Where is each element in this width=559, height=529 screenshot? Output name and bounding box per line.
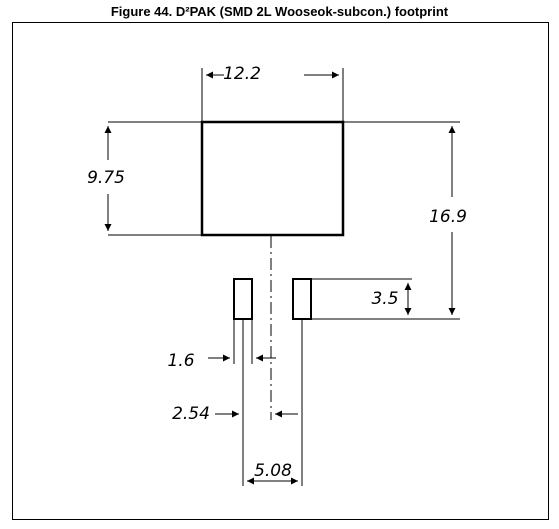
dim-pad-height [104, 121, 201, 236]
dim-lead-pad-width-label: 1.6 [167, 351, 194, 371]
figure-frame [12, 22, 549, 520]
dim-lead-pad-height [312, 278, 412, 315]
dim-pad-height-label: 9.75 [87, 168, 125, 188]
tab-pad [200, 120, 345, 237]
lead-pad-right [292, 278, 312, 320]
dim-lead-offset-label: 2.54 [172, 404, 210, 424]
dim-lead-pad-width [208, 320, 276, 364]
dim-lead-offset [215, 320, 303, 486]
lead-pad-left [233, 278, 253, 320]
dim-pad-width-label: 12.2 [223, 64, 261, 84]
dim-lead-pitch-label: 5.08 [254, 461, 292, 481]
dim-lead-pad-height-label: 3.5 [371, 289, 398, 309]
dim-overall-height-label: 16.9 [429, 207, 467, 227]
dim-overall-height [312, 121, 460, 320]
dim-pad-width [201, 68, 344, 121]
figure-title: Figure 44. D²PAK (SMD 2L Wooseok-subcon.… [110, 4, 449, 19]
